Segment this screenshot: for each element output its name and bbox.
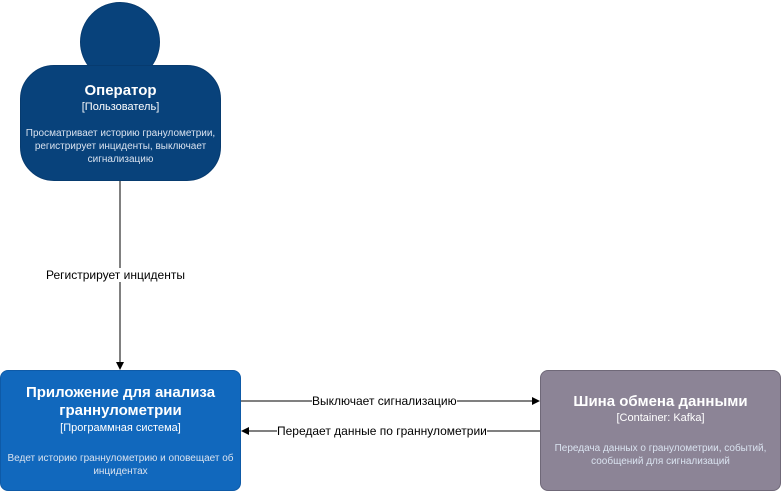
app-description: Ведет историю граннулометрию и оповещает…: [7, 453, 234, 477]
bus-type: [Container: Kafka]: [616, 412, 705, 424]
edge-label-transmits: Передает данные по граннулометрии: [277, 424, 487, 438]
edge-label-registers: Регистрирует инциденты: [46, 268, 185, 282]
bus-description: Передача данных о гранулометрии, событий…: [554, 443, 767, 467]
bus-title: Шина обмена данными: [573, 393, 748, 410]
operator-title: Оператор: [84, 82, 157, 99]
app-title: Приложение для анализа граннулометрии: [25, 384, 216, 419]
operator-type: [Пользователь]: [81, 101, 160, 113]
app-type: [Программная система]: [60, 422, 181, 434]
app-node[interactable]: Приложение для анализа граннулометрии [П…: [0, 370, 241, 491]
operator-node[interactable]: Оператор [Пользователь] Просматривает ис…: [20, 65, 221, 181]
operator-description: Просматривает историю гранулометрии, рег…: [25, 128, 216, 165]
edge-label-disables: Выключает сигнализацию: [312, 394, 457, 408]
bus-node[interactable]: Шина обмена данными [Container: Kafka] П…: [540, 370, 781, 491]
